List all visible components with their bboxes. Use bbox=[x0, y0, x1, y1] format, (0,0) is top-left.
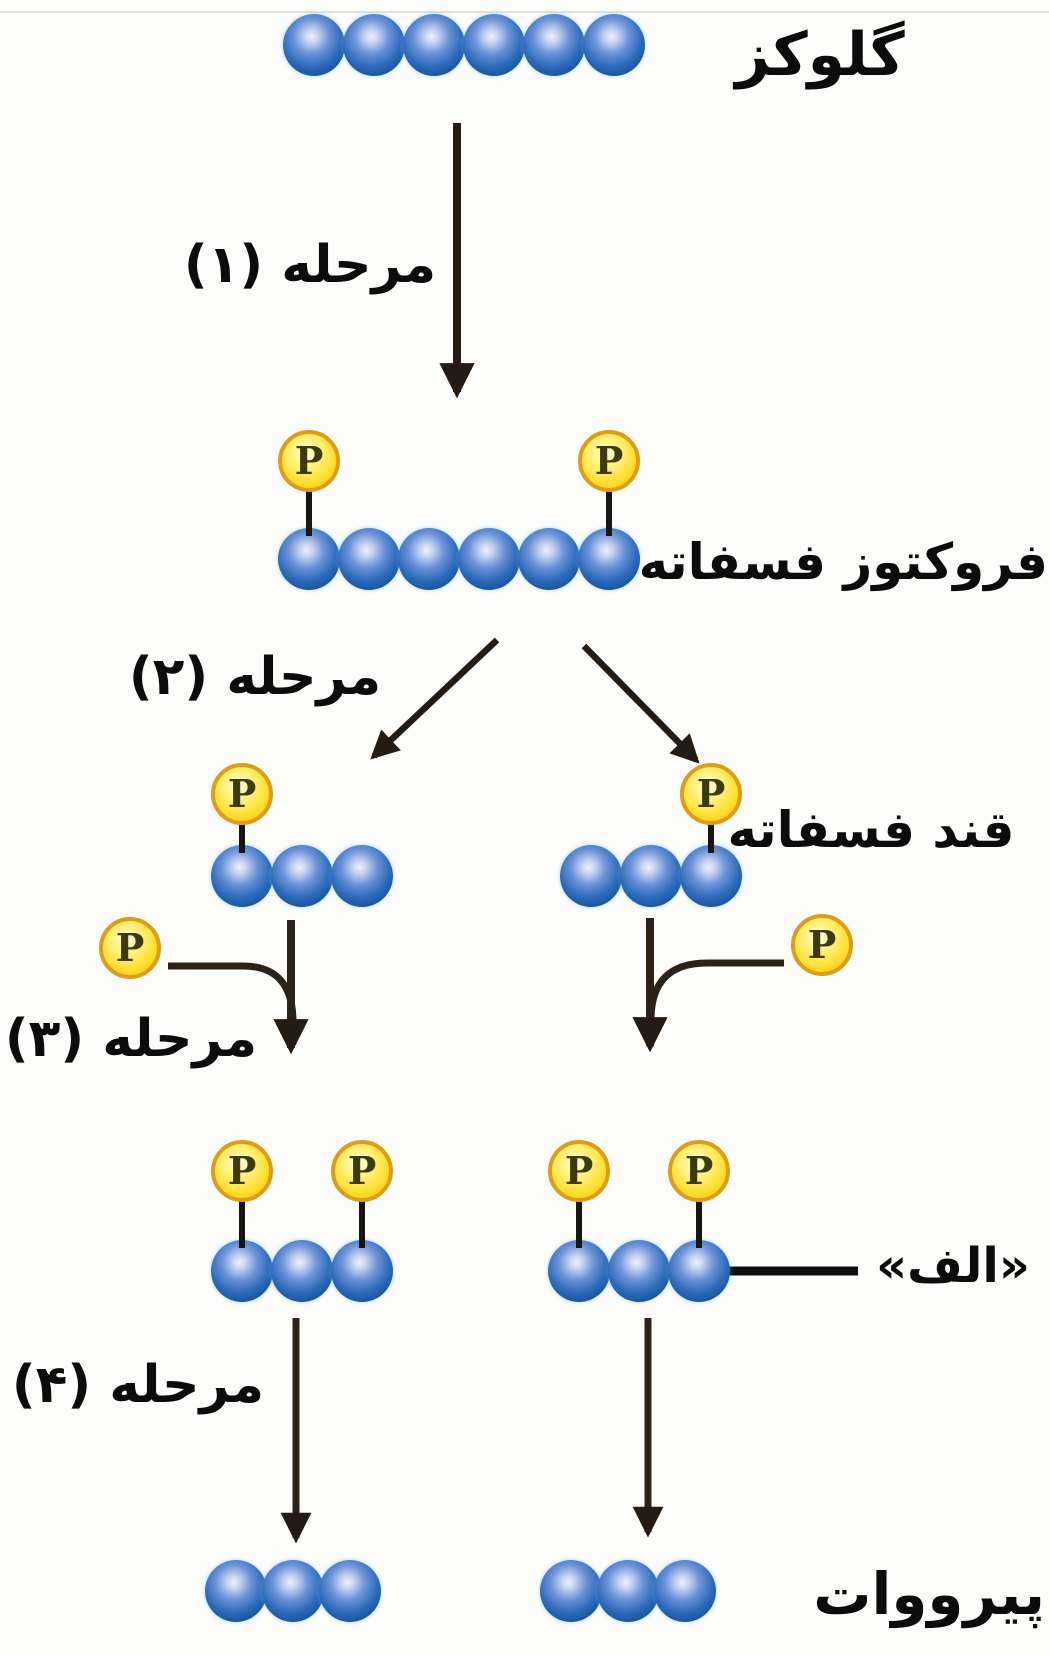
phosphate-bond-line bbox=[359, 1196, 365, 1248]
carbon-sphere bbox=[654, 1560, 716, 1622]
phosphate-bond-line bbox=[606, 486, 612, 536]
phosphate-group: P bbox=[331, 1140, 393, 1248]
phosphate-circle: P bbox=[278, 430, 340, 492]
carbon-sphere bbox=[597, 1560, 659, 1622]
stage2-label: مرحله (۲) bbox=[128, 647, 382, 707]
phosphate-bond-line bbox=[576, 1196, 582, 1248]
stage4-label: مرحله (۴) bbox=[11, 1355, 265, 1415]
carbon-sphere bbox=[668, 1240, 730, 1302]
phosphate-circle: P bbox=[331, 1140, 393, 1202]
carbon-sphere bbox=[578, 528, 640, 590]
carbon-sphere bbox=[271, 845, 333, 907]
glucose-molecule bbox=[283, 14, 645, 76]
phosphate-group: P bbox=[668, 1140, 730, 1248]
carbon-sphere bbox=[463, 14, 525, 76]
carbon-sphere bbox=[343, 14, 405, 76]
carbon-sphere bbox=[262, 1560, 324, 1622]
carbon-sphere bbox=[278, 528, 340, 590]
incoming-phosphate-right: P bbox=[791, 914, 853, 976]
carbon-sphere bbox=[458, 528, 520, 590]
phosphate-circle: P bbox=[211, 1140, 273, 1202]
carbon-sphere bbox=[331, 845, 393, 907]
phosphate-group: P bbox=[278, 430, 340, 536]
phosphate-bond-line bbox=[239, 1196, 245, 1248]
sugar-phosphate-label: قند فسفاته bbox=[727, 801, 1015, 859]
phosphate-bond-line bbox=[696, 1196, 702, 1248]
carbon-sphere bbox=[518, 528, 580, 590]
carbon-sphere bbox=[583, 14, 645, 76]
phosphate-group: P bbox=[211, 1140, 273, 1248]
phosphate-group: P bbox=[548, 1140, 610, 1248]
fructose-phosphate-label: فروکتوز فسفاته bbox=[638, 533, 1048, 591]
carbon-sphere bbox=[319, 1560, 381, 1622]
carbon-sphere bbox=[338, 528, 400, 590]
carbon-sphere bbox=[211, 845, 273, 907]
sugar-phosphate-molecule-right: P bbox=[560, 763, 742, 907]
carbon-sphere bbox=[523, 14, 585, 76]
carbon-sphere bbox=[205, 1560, 267, 1622]
stage3-label: مرحله (۳) bbox=[4, 1009, 258, 1069]
alef-label: «الف» bbox=[876, 1238, 1030, 1294]
carbon-sphere bbox=[540, 1560, 602, 1622]
carbon-sphere bbox=[211, 1240, 273, 1302]
glucose-label: گلوکز bbox=[735, 20, 905, 90]
carbon-sphere bbox=[283, 14, 345, 76]
phosphate-circle: P bbox=[211, 763, 273, 825]
top-border-line bbox=[0, 11, 1049, 13]
phosphate-group: P bbox=[578, 430, 640, 536]
phosphate-group: P bbox=[680, 763, 742, 853]
stage3-phosphate-curve-right bbox=[647, 959, 784, 1021]
carbon-sphere bbox=[271, 1240, 333, 1302]
phosphate-group: P bbox=[211, 763, 273, 853]
phosphate-bond-line bbox=[306, 486, 312, 536]
carbon-sphere bbox=[680, 845, 742, 907]
pyruvate-label: پیرووات bbox=[813, 1560, 1045, 1628]
pyruvate-molecule-left bbox=[205, 1560, 381, 1622]
carbon-sphere bbox=[560, 845, 622, 907]
stage2-arrow-right bbox=[581, 643, 700, 764]
carbon-sphere bbox=[620, 845, 682, 907]
carbon-sphere bbox=[548, 1240, 610, 1302]
phosphate-circle: P bbox=[680, 763, 742, 825]
carbon-sphere bbox=[331, 1240, 393, 1302]
sugar-phosphate-molecule-left: P bbox=[211, 763, 393, 907]
stage1-label: مرحله (۱) bbox=[183, 235, 437, 295]
pyruvate-molecule-right bbox=[540, 1560, 716, 1622]
phosphate-circle: P bbox=[548, 1140, 610, 1202]
carbon-sphere bbox=[608, 1240, 670, 1302]
phosphate-circle: P bbox=[578, 430, 640, 492]
carbon-sphere bbox=[398, 528, 460, 590]
phosphate-circle: P bbox=[668, 1140, 730, 1202]
incoming-phosphate-left: P bbox=[99, 917, 161, 979]
phosphate-bond-line bbox=[239, 819, 245, 853]
phosphate-bond-line bbox=[708, 819, 714, 853]
carbon-sphere bbox=[403, 14, 465, 76]
